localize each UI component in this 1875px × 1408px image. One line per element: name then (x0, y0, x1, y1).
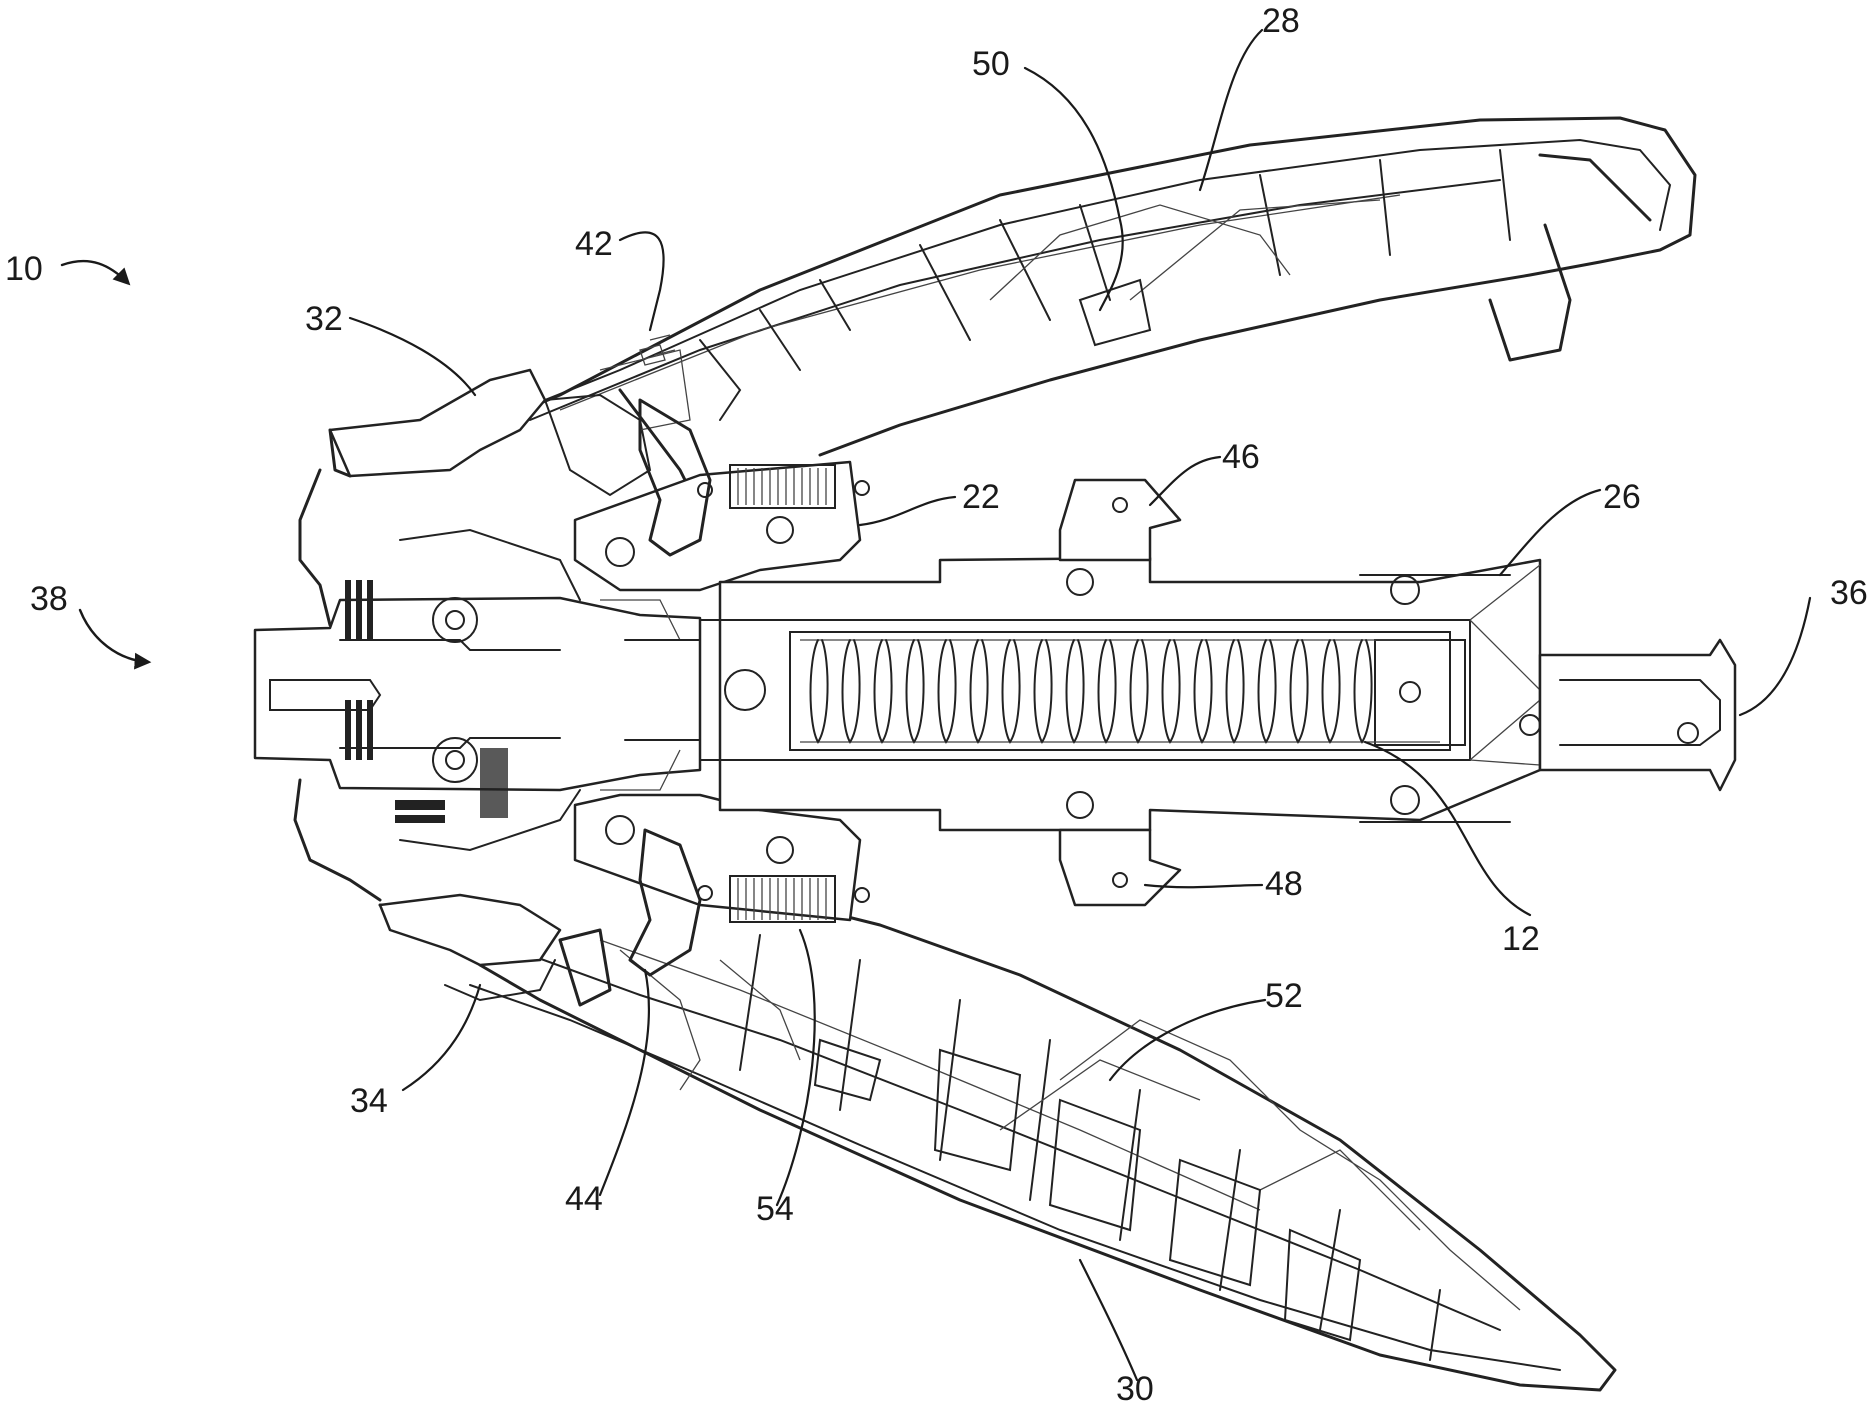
upper-lever-28 (328, 116, 1697, 562)
compression-spring-12 (789, 631, 1451, 751)
label-30: 30 (1116, 1370, 1154, 1403)
label-10: 10 (5, 250, 43, 288)
label-32: 32 (305, 300, 343, 338)
label-50: 50 (972, 45, 1010, 83)
label-28: 28 (1262, 2, 1300, 40)
label-34: 34 (350, 1082, 388, 1120)
reference-numerals: 10 38 32 42 50 28 22 46 26 36 48 12 52 3… (5, 2, 1868, 1408)
label-46: 46 (1222, 438, 1260, 476)
front-mechanism-38 (253, 398, 766, 977)
lower-lever-30 (378, 893, 1617, 1392)
label-42: 42 (575, 225, 613, 263)
label-48: 48 (1265, 865, 1303, 903)
label-44: 44 (565, 1180, 603, 1218)
label-36: 36 (1830, 574, 1868, 612)
label-22: 22 (962, 478, 1000, 516)
label-54: 54 (756, 1190, 794, 1228)
label-12: 12 (1502, 920, 1540, 958)
label-52: 52 (1265, 977, 1303, 1015)
central-body (573, 460, 1737, 923)
leader-lines (60, 28, 1812, 1382)
label-38: 38 (30, 580, 68, 618)
label-26: 26 (1603, 478, 1641, 516)
